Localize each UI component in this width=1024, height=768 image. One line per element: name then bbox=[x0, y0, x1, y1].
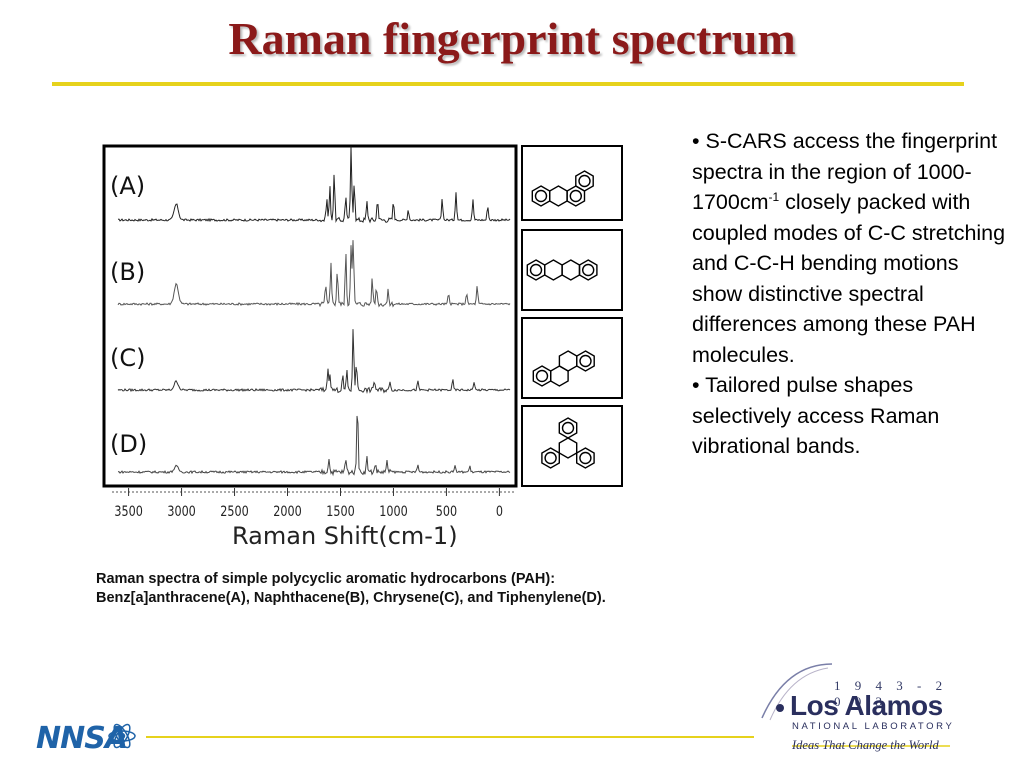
x-tick-label: 2500 bbox=[220, 503, 248, 520]
bullet-sccars: • S-CARS access the fingerprint spectra … bbox=[692, 126, 1012, 370]
panel-label-a: (A) bbox=[110, 172, 145, 200]
x-tick-label: 3000 bbox=[167, 503, 195, 520]
lanl-tagline: Ideas That Change the World bbox=[792, 738, 939, 752]
spectra-frame bbox=[102, 144, 518, 488]
bullet-1-text-continued: closely packed with coupled modes of C-C… bbox=[692, 190, 1006, 367]
bullet-list: • S-CARS access the fingerprint spectra … bbox=[692, 126, 1012, 462]
lanl-name: Los Alamos bbox=[790, 690, 943, 721]
spectrum-trace-b bbox=[117, 240, 511, 308]
nnsa-logo: NNSA bbox=[36, 721, 136, 756]
atom-icon bbox=[108, 723, 136, 749]
slide-title: Raman fingerprint spectrum bbox=[228, 13, 796, 64]
nnsa-logo-text: NNSA bbox=[36, 721, 127, 756]
x-axis-ticks: 3500 3000 2500 2000 1500 1000 500 0 bbox=[114, 488, 503, 519]
lanl-years: 1 9 4 3 - 2 0 0 3 bbox=[834, 678, 948, 709]
raman-spectra-figure: (A) (B) (C) (D) 3500 3000 2500 2000 1500 1000… bbox=[102, 144, 623, 550]
molecule-triphenylene bbox=[521, 405, 623, 487]
x-tick-label: 1500 bbox=[326, 503, 354, 520]
x-tick-label: 0 bbox=[496, 503, 503, 520]
lanl-arc-icon bbox=[761, 663, 950, 747]
bullet-1-text: • S-CARS access the fingerprint spectra … bbox=[692, 129, 998, 214]
panel-label-d: (D) bbox=[110, 430, 147, 458]
spectrum-trace-c bbox=[117, 329, 511, 394]
molecule-chrysene bbox=[521, 317, 623, 399]
panel-label-c: (C) bbox=[110, 344, 145, 372]
footer-rule bbox=[146, 736, 754, 738]
lanl-logo: 1 9 4 3 - 2 0 0 3 Los Alamos NATIONAL LA… bbox=[756, 658, 956, 758]
title-rule bbox=[52, 82, 964, 86]
figure-caption: Raman spectra of simple polycyclic aroma… bbox=[96, 571, 606, 606]
lanl-subtitle: NATIONAL LABORATORY bbox=[792, 721, 955, 732]
molecule-naphthacene bbox=[521, 229, 623, 311]
x-tick-label: 500 bbox=[436, 503, 457, 520]
bullet-1-superscript: -1 bbox=[768, 189, 780, 204]
molecule-benz-a-anthracene bbox=[521, 145, 623, 221]
spectrum-trace-d bbox=[117, 415, 511, 477]
x-tick-label: 2000 bbox=[273, 503, 301, 520]
bullet-tailored-pulse: • Tailored pulse shapes selectively acce… bbox=[692, 373, 940, 458]
x-tick-label: 1000 bbox=[379, 503, 407, 520]
x-axis-label: Raman Shift(cm-1) bbox=[232, 522, 458, 550]
spectrum-trace-a bbox=[117, 146, 511, 224]
x-tick-label: 3500 bbox=[114, 503, 142, 520]
panel-label-b: (B) bbox=[110, 258, 145, 286]
